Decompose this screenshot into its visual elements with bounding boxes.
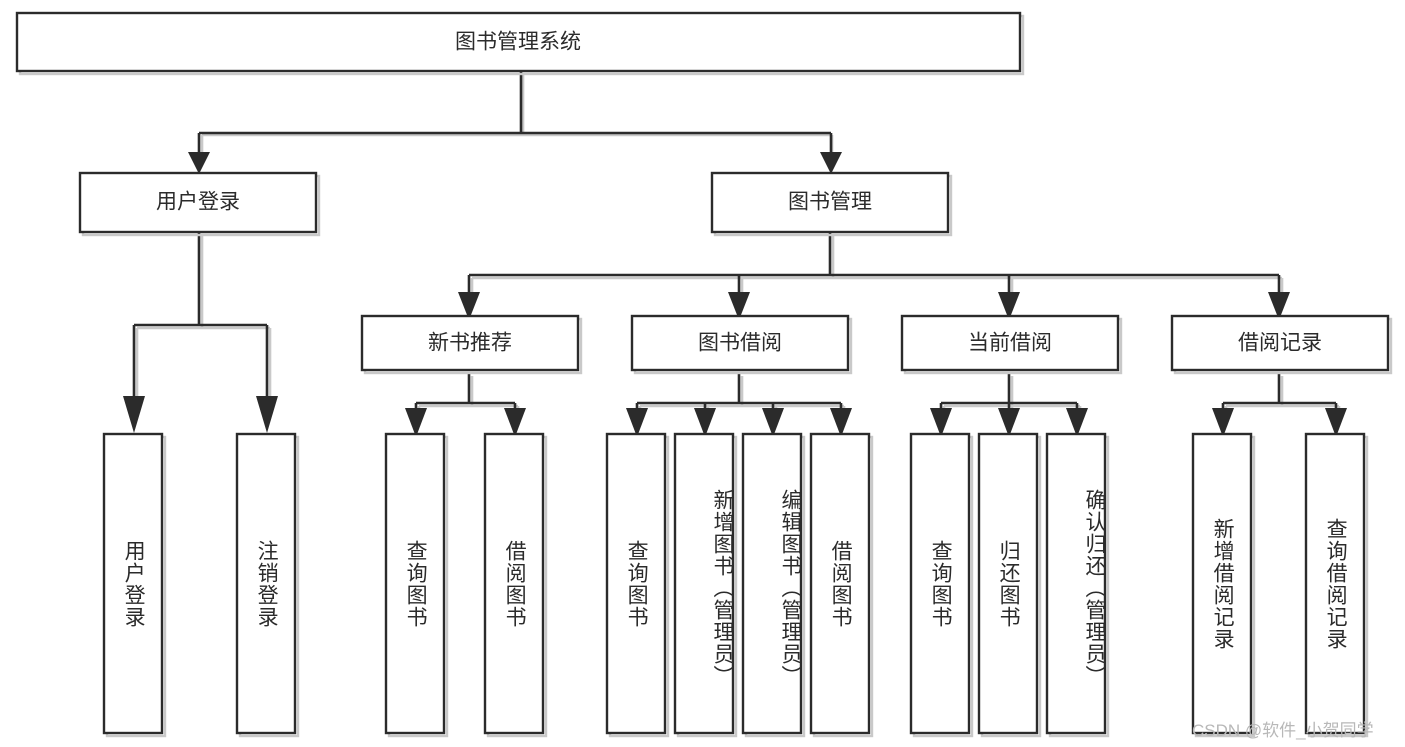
node-new-book-recommend[interactable]: 新书推荐 bbox=[360, 314, 583, 375]
leaf-node-return-book[interactable] bbox=[977, 432, 1042, 738]
connector-userlogin-to-leaves bbox=[123, 233, 278, 433]
node-root[interactable]: 图书管理系统 bbox=[15, 11, 1025, 76]
leaf-node-add-borrow-record[interactable] bbox=[1191, 432, 1256, 738]
leaf-node-user-login[interactable] bbox=[102, 432, 167, 738]
leaf-node-borrow-book[interactable] bbox=[809, 432, 874, 738]
leaf-node-query-books-borrow[interactable] bbox=[605, 432, 670, 738]
node-user-login-label: 用户登录 bbox=[156, 191, 240, 214]
connector-bookborrow-to-leaves bbox=[626, 373, 852, 437]
connector-root-to-level1 bbox=[188, 72, 842, 174]
node-user-login[interactable]: 用户登录 bbox=[78, 171, 321, 237]
leaf-node-logout[interactable] bbox=[235, 432, 300, 738]
node-book-borrow[interactable]: 图书借阅 bbox=[630, 314, 853, 375]
node-borrow-records[interactable]: 借阅记录 bbox=[1170, 314, 1393, 375]
node-current-borrow-label: 当前借阅 bbox=[968, 332, 1052, 355]
node-new-book-recommend-label: 新书推荐 bbox=[428, 332, 512, 355]
connectors-group bbox=[123, 72, 1347, 437]
leaf-node-query-borrow-record[interactable] bbox=[1304, 432, 1369, 738]
connector-bookmgmt-to-level2 bbox=[458, 233, 1290, 320]
connector-newbook-to-leaves bbox=[405, 373, 526, 437]
leaf-node-query-books-current[interactable] bbox=[909, 432, 974, 738]
connector-records-to-leaves bbox=[1212, 373, 1347, 437]
leaf-node-confirm-return-admin[interactable] bbox=[1045, 432, 1110, 738]
leaf-node-query-books-rec[interactable] bbox=[384, 432, 449, 738]
leaf-node-borrow-books-rec[interactable] bbox=[483, 432, 548, 738]
leaf-node-edit-book-admin[interactable] bbox=[741, 432, 806, 738]
node-book-management[interactable]: 图书管理 bbox=[710, 171, 953, 237]
leaf-node-add-book-admin[interactable] bbox=[673, 432, 738, 738]
node-borrow-records-label: 借阅记录 bbox=[1238, 332, 1322, 355]
connector-currentborrow-to-leaves bbox=[930, 373, 1088, 437]
node-book-borrow-label: 图书借阅 bbox=[698, 332, 782, 355]
node-current-borrow[interactable]: 当前借阅 bbox=[900, 314, 1123, 375]
node-book-management-label: 图书管理 bbox=[788, 191, 872, 214]
node-root-label: 图书管理系统 bbox=[455, 31, 581, 54]
